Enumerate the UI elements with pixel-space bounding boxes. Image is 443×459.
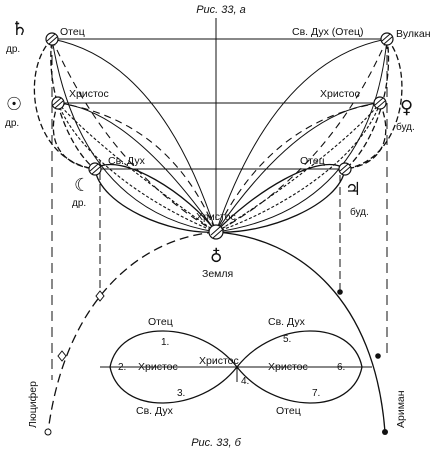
right-small-loop	[344, 102, 387, 170]
label-center: Христос	[196, 211, 236, 223]
marker-dot-right	[337, 289, 343, 295]
dashed-right-2	[215, 102, 381, 233]
dashed-curves	[51, 38, 388, 233]
venus-note: буд.	[396, 121, 415, 133]
eight-left-top: Отец	[148, 316, 173, 328]
node-right-top	[380, 32, 394, 46]
saturn-note: др.	[6, 44, 20, 55]
jupiter-note: буд.	[350, 206, 369, 218]
lower-arc	[44, 39, 388, 436]
label-right-middle: Христос	[320, 88, 360, 100]
eight-right-top: Св. Дух	[268, 316, 306, 328]
node-right-bottom	[338, 162, 352, 176]
arc-right-outer	[215, 38, 388, 233]
label-earth: Земля	[202, 268, 233, 280]
label-right-top: Св. Дух (Отец)	[292, 26, 363, 38]
figure-eight	[100, 330, 372, 404]
level-lines	[52, 18, 387, 220]
node-left-bottom	[88, 162, 102, 176]
moon-icon: ☾	[74, 175, 90, 196]
eight-number-2: 2.	[118, 362, 126, 373]
petal-right-upper	[215, 102, 381, 233]
eight-number-6: 6.	[337, 362, 345, 373]
dashed-right-1	[215, 38, 388, 233]
dashed-left-2	[57, 102, 217, 233]
node-left-top	[45, 32, 59, 46]
moon-note: др.	[72, 198, 86, 209]
eight-number-4: 4.	[241, 376, 249, 387]
node-center	[208, 224, 224, 240]
arc-left-inner	[51, 38, 217, 233]
upper-arcs	[51, 38, 388, 233]
marker-diamond-left-lower	[57, 350, 67, 362]
eight-center: Христос	[199, 355, 239, 367]
arc-left-outer	[51, 38, 217, 233]
lucifer-arc	[47, 231, 217, 433]
eight-number-7: 7.	[312, 388, 320, 399]
venus-icon: ♀	[400, 97, 413, 118]
node-circles	[45, 32, 394, 240]
sun-icon: ☉	[6, 94, 22, 115]
earth-icon: ♁	[210, 247, 222, 267]
eight-number-5: 5.	[283, 334, 291, 345]
eight-left-bottom: Св. Дух	[136, 405, 174, 417]
vulcan-label: Вулкан	[396, 28, 431, 40]
ahriman-arc	[215, 231, 386, 433]
node-left-middle	[51, 96, 65, 110]
saturn-icon: ♄	[11, 18, 28, 40]
marker-diamond-left	[95, 290, 105, 302]
caption-bottom: Рис. 33, б	[191, 437, 241, 449]
label-lucifer: Люцифер	[27, 381, 39, 428]
petal-left-upper	[57, 102, 217, 233]
marker-end-left	[44, 428, 52, 436]
left-small-loop	[52, 102, 96, 170]
eight-left-middle: Христос	[138, 361, 178, 373]
jupiter-icon: ♃	[345, 179, 361, 200]
eight-right-bottom: Отец	[276, 405, 301, 417]
arc-left-middle	[57, 102, 217, 233]
marker-dot-right-lower	[375, 353, 381, 359]
arc-right-middle	[215, 102, 381, 233]
label-left-middle: Христос	[69, 88, 109, 100]
caption-top: Рис. 33, а	[196, 4, 246, 16]
arc-right-inner	[215, 38, 388, 233]
node-right-middle	[373, 96, 387, 110]
label-right-bottom: Отец	[300, 155, 325, 167]
eight-number-3: 3.	[177, 388, 185, 399]
label-left-bottom: Св. Дух	[108, 155, 146, 167]
label-ahriman: Ариман	[395, 390, 407, 428]
marker-end-right	[382, 429, 388, 435]
dashed-left-1	[51, 38, 217, 233]
sun-note: др.	[5, 118, 19, 129]
label-left-top: Отец	[60, 26, 85, 38]
eight-number-1: 1.	[161, 337, 169, 348]
eight-right-middle: Христос	[268, 361, 308, 373]
